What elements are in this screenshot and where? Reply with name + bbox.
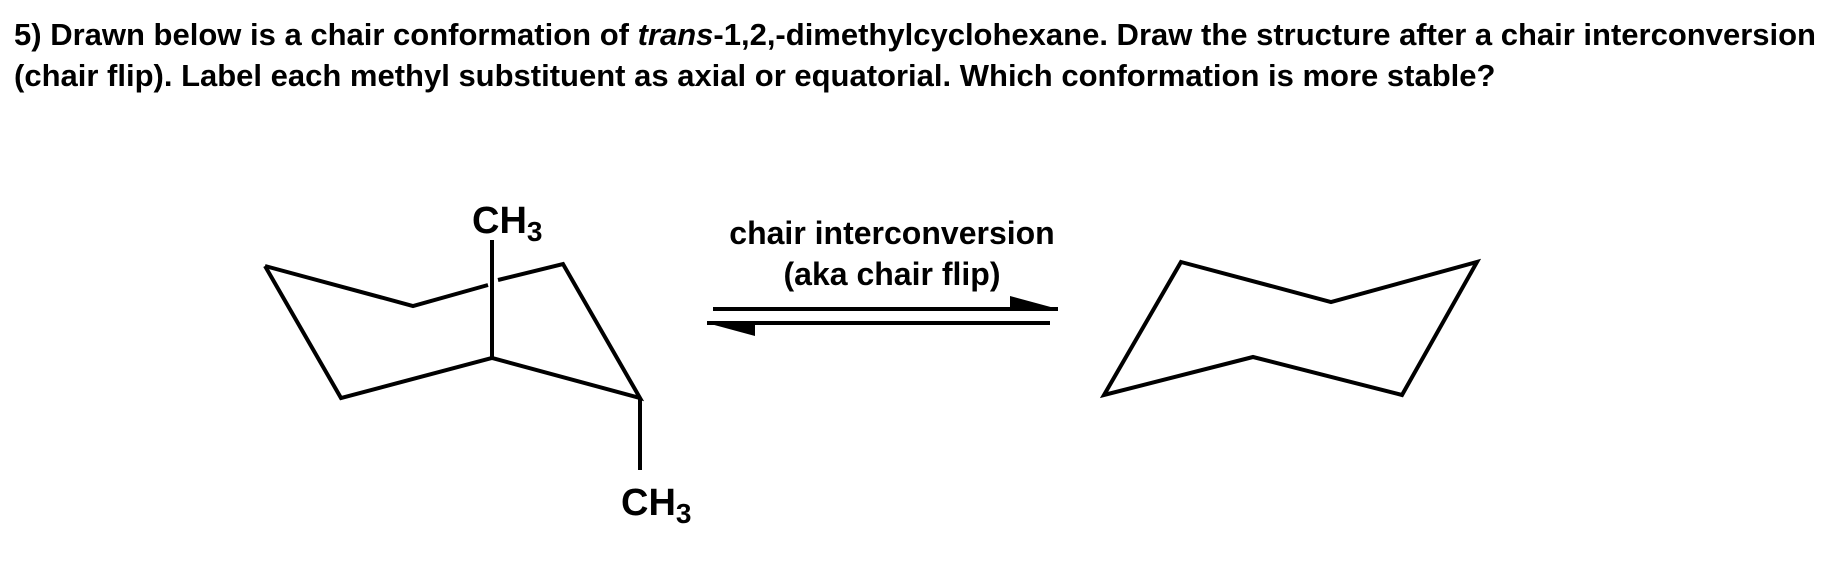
arrow-label-line1: chair interconversion [729,215,1054,251]
equilibrium-arrows [707,296,1058,336]
forward-arrowhead [1010,296,1058,309]
question-part1: Drawn below is a chair conformation of [50,17,629,52]
question-text: 5) Drawn below is a chair conformation o… [14,14,1829,96]
reverse-arrowhead [707,323,755,336]
arrow-label-line2: (aka chair flip) [784,256,1001,292]
left-chair-structure [263,240,645,470]
left-chair-ring-front [263,261,645,402]
left-chair-ring-back [264,264,489,309]
question-number: 5) [14,17,42,52]
right-chair-template [1099,258,1482,399]
question-italic-trans: trans [637,17,714,52]
bottom-methyl-label: CH3 [621,482,691,529]
right-chair-ring [1099,258,1482,399]
top-methyl-label: CH3 [472,200,542,247]
question-part2: -1,2,-dimethylcyclohexane. Draw the stru… [14,17,1816,93]
